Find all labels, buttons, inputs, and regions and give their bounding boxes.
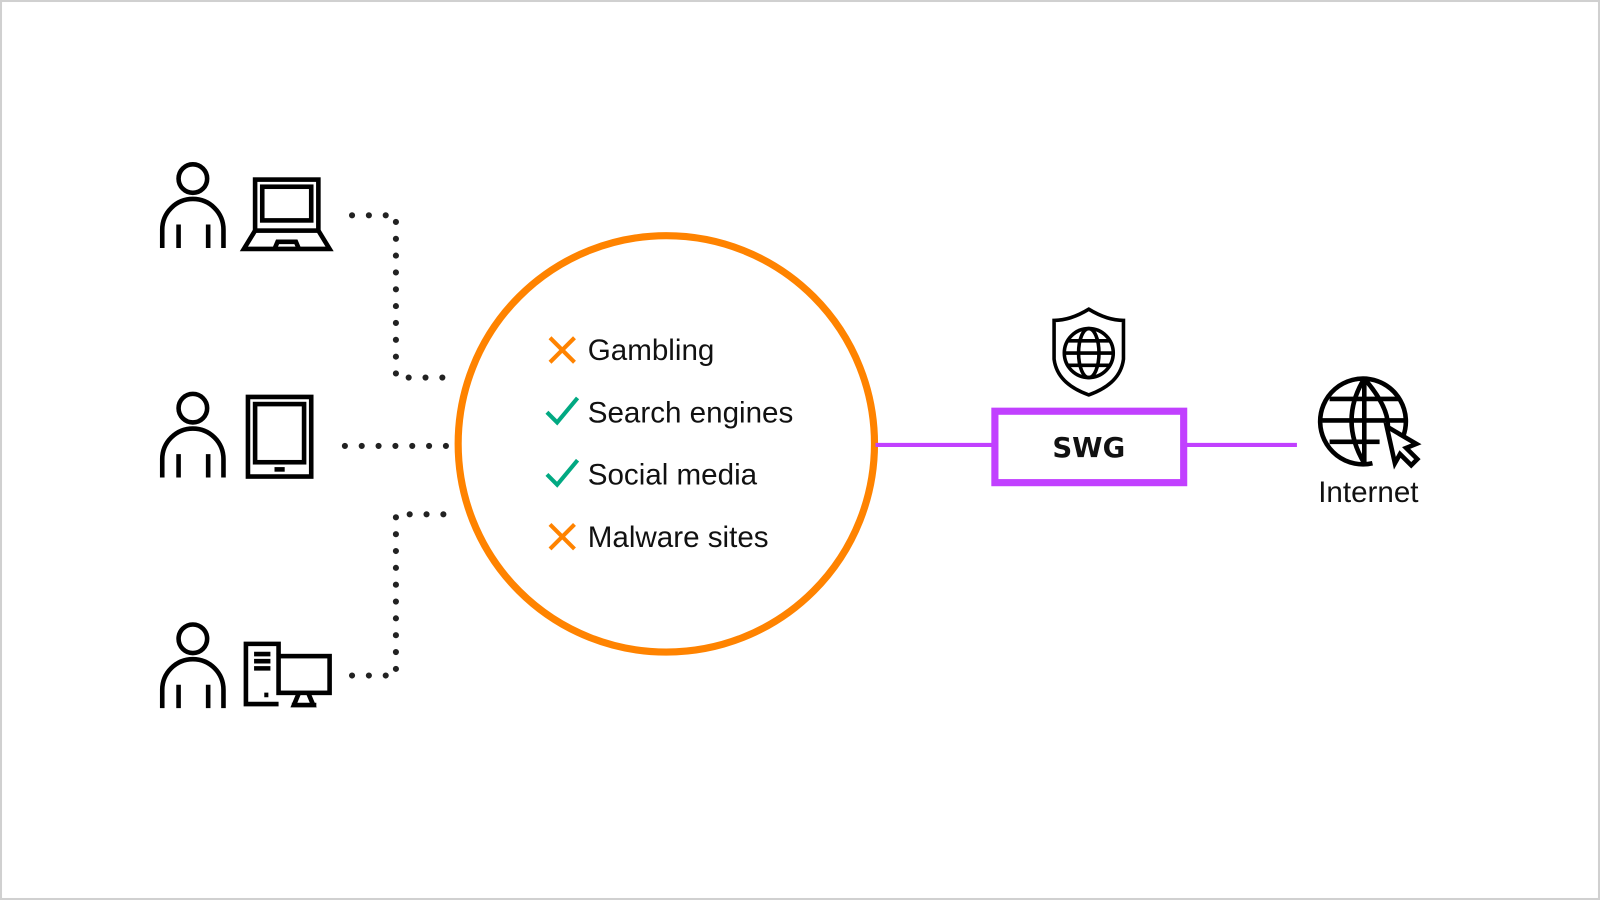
user-2 [159,391,314,479]
filter-circle [454,232,879,656]
filter-item-label: Gambling [588,334,715,367]
check-icon [545,396,580,426]
tablet-icon [245,394,314,479]
swg-label: SWG [1052,432,1125,464]
user-1 [159,161,334,252]
shield-globe-icon [1052,307,1126,397]
swg-box[interactable] [991,407,1188,487]
x-icon [548,336,576,364]
user-3 [159,622,332,709]
internet-label: Internet [1318,476,1418,509]
filter-item-label: Social media [588,459,758,492]
connector-desktop [348,511,463,679]
filter-item-label: Malware sites [588,521,769,554]
x-icon [548,523,576,551]
filter-item: Malware sites [548,521,769,554]
laptop-icon [239,177,334,252]
filter-item-label: Search engines [588,396,794,429]
globe-cursor-icon [1317,376,1422,470]
connector-laptop [348,212,463,381]
filter-item: Gambling [548,334,715,367]
filter-item: Search engines [545,396,794,429]
check-icon [545,458,580,488]
desktop-computer-icon [243,641,332,708]
person-icon [159,622,226,709]
person-icon [159,161,226,248]
person-icon [159,391,226,478]
filter-item: Social media [545,458,758,492]
